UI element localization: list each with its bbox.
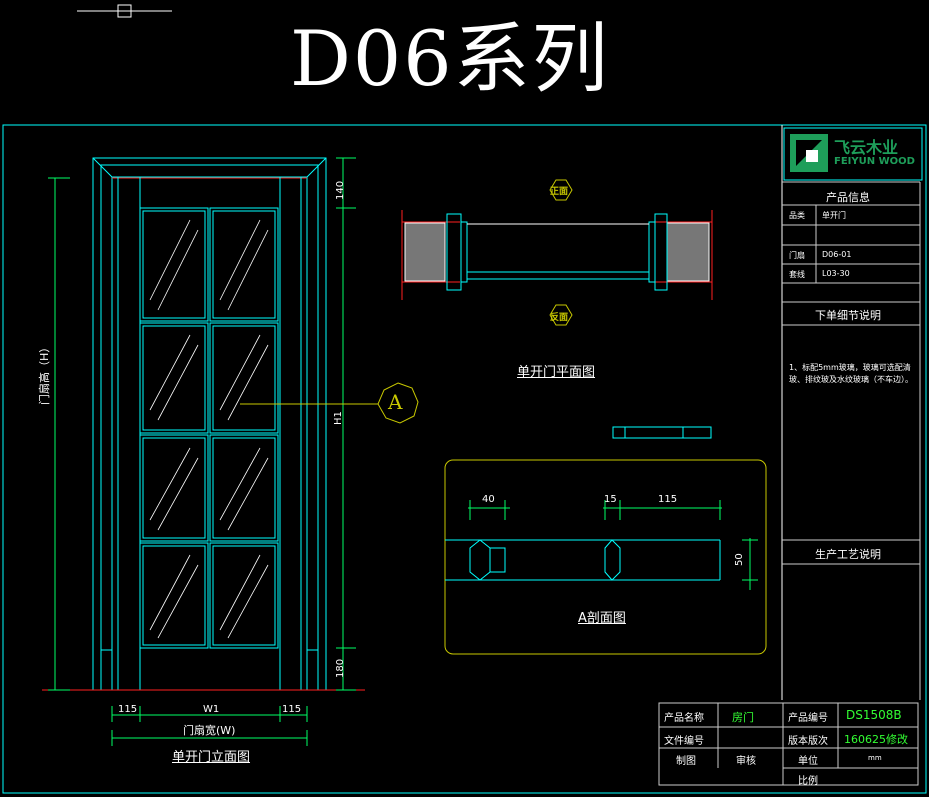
drawn-label: 制图 [676,756,696,767]
dim-50: 50 [734,553,745,566]
page-title: D06系列 [290,14,610,103]
file-no-label: 文件编号 [664,736,704,747]
elevation-dimensions [48,157,356,746]
height-label: 门扇高（H） [38,341,51,405]
section-a [444,459,767,655]
info-panel-lines [782,127,923,700]
info-header: 产品信息 [826,191,870,204]
logo-en: FEIYUN WOOD [834,156,915,167]
product-code: DS1508B [846,708,902,722]
dim-bottom: 180 [335,658,346,678]
callout-leader [240,382,419,424]
review-label: 审核 [736,756,756,767]
product-name: 房门 [732,711,754,724]
plan-front: 正面 [550,187,569,197]
dim-right: 115 [282,704,302,715]
dim-top: 140 [335,180,346,200]
width-label: 门扇宽(W) [183,724,236,737]
unit: mm [868,754,882,762]
scale-label: 比例 [798,776,818,787]
info-val-0: 单开门 [822,211,846,220]
process-header: 生产工艺说明 [815,548,881,561]
plan-view [401,179,713,326]
dim-40: 40 [482,494,495,505]
outer-frame [2,124,927,794]
small-profile [612,426,712,439]
title-block-lines [658,702,919,786]
plan-back: 反面 [550,313,569,323]
top-mark [77,4,172,18]
info-key-0: 品类 [789,211,805,220]
detail-text: 1、标配5mm玻璃，玻璃可选配清玻、排纹玻及水纹玻璃（不车边）。 [789,363,913,384]
dim-115: 115 [658,494,678,505]
callout-a: A [388,390,403,414]
dim-15: 15 [604,494,617,505]
plan-caption: 单开门平面图 [517,365,596,380]
logo-mark [790,134,828,172]
dim-left: 115 [118,704,138,715]
logo-cn: 飞云木业 [834,138,899,157]
unit-label: 单位 [798,756,818,767]
info-key-3: 套线 [789,270,805,279]
product-code-label: 产品编号 [788,713,828,724]
info-key-2: 门扇 [789,251,805,260]
info-val-3: L03-30 [822,269,850,278]
version: 160625修改 [844,733,908,746]
h1-label: H1 [333,411,344,425]
product-name-label: 产品名称 [664,713,704,724]
version-label: 版本版次 [788,736,828,747]
door-elevation [42,157,365,691]
detail-header: 下单细节说明 [815,309,881,322]
elevation-caption: 单开门立面图 [172,750,251,765]
w1-label: W1 [203,704,220,715]
info-val-2: D06-01 [822,250,852,259]
section-caption: A剖面图 [578,611,626,626]
